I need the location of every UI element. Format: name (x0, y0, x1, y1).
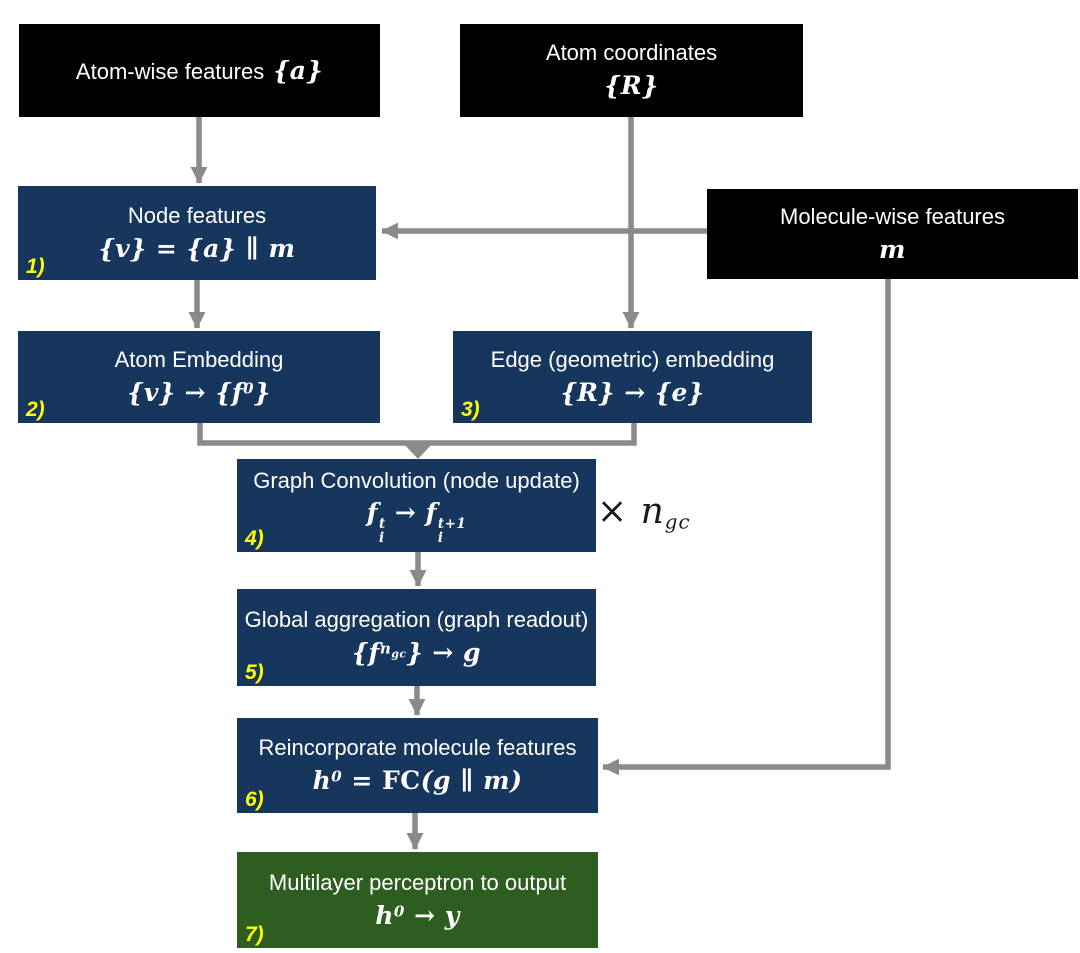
edge-embedding-box: Edge (geometric) embedding {R} → {e} 3) (453, 331, 812, 423)
reincorporate-molecule-features-box: Reincorporate molecule features h0 = FC(… (237, 718, 598, 813)
global-aggregation-box: Global aggregation (graph readout) {fngc… (237, 589, 596, 686)
edge-embedding-title: Edge (geometric) embedding (490, 346, 775, 372)
step-number-4: 4) (245, 527, 264, 550)
molecule-features-symbol: m (879, 234, 906, 264)
step-number-5: 5) (245, 661, 264, 684)
global-aggregation-title: Global aggregation (graph readout) (244, 607, 589, 633)
edge-embedding-formula: {R} → {e} (560, 377, 705, 407)
mlp-output-formula: h0 → y (375, 900, 460, 930)
molecule-features-text: Molecule-wise features (780, 203, 1005, 229)
global-aggregation-formula: {fngc} → g (351, 638, 482, 668)
step-number-3: 3) (461, 398, 480, 421)
molecule-features-box: Molecule-wise features m (707, 189, 1078, 279)
atom-features-box: Atom-wise features {a} (19, 24, 380, 117)
mlp-output-title: Multilayer perceptron to output (268, 869, 567, 895)
atom-features-symbol: {a} (273, 55, 324, 85)
atom-features-label: Atom-wise features {a} (76, 54, 323, 88)
atom-embedding-title: Atom Embedding (114, 346, 284, 372)
repeat-gc-formula: × ngc (597, 490, 691, 534)
arrowhead-merge-to-graph-convolution (403, 443, 433, 459)
atom-coordinates-symbol: {R} (604, 71, 659, 101)
node-features-box: Node features {v} = {a} ∥ m 1) (18, 186, 376, 280)
step-number-6: 6) (245, 788, 264, 811)
graph-convolution-repeat-annotation: × ngc (597, 486, 691, 538)
reincorporate-formula: h0 = FC(g ∥ m) (312, 766, 523, 796)
step-number-1: 1) (26, 255, 45, 278)
atom-coordinates-text: Atom coordinates (545, 40, 718, 66)
reincorporate-title: Reincorporate molecule features (258, 735, 577, 761)
step-number-7: 7) (245, 923, 264, 946)
mlp-output-box: Multilayer perceptron to output h0 → y 7… (237, 852, 598, 948)
node-features-formula: {v} = {a} ∥ m (98, 233, 296, 263)
atom-coordinates-box: Atom coordinates {R} (460, 24, 803, 117)
atom-features-text: Atom-wise features (75, 58, 265, 84)
atom-embedding-formula: {v} → {f0} (127, 377, 271, 407)
graph-convolution-title: Graph Convolution (node update) (253, 467, 580, 493)
step-number-2: 2) (26, 398, 45, 421)
node-features-title: Node features (127, 202, 267, 228)
connector-embeddings-merge (197, 423, 637, 446)
atom-embedding-box: Atom Embedding {v} → {f0} 2) (18, 331, 380, 423)
